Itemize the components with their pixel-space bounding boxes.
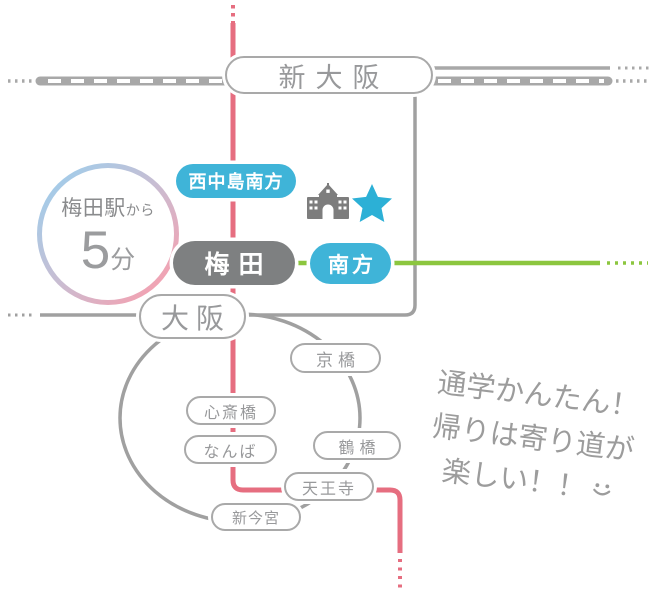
station-shinsaibashi: 心斎橋 bbox=[186, 396, 276, 425]
station-shin-osaka: 新大阪 bbox=[225, 56, 433, 94]
gray-connector-line bbox=[244, 92, 417, 317]
star-icon bbox=[349, 180, 395, 231]
station-osaka: 大阪 bbox=[139, 294, 246, 339]
badge-minutes-unit: 分 bbox=[110, 245, 136, 274]
badge-minutes-label: 5分 bbox=[81, 224, 136, 277]
station-umeda: 梅田 bbox=[173, 241, 295, 285]
station-minamikata: 南方 bbox=[310, 243, 391, 284]
time-badge: 梅田駅から 5分 bbox=[37, 163, 179, 305]
badge-origin-suffix: から bbox=[125, 201, 155, 218]
station-tsuruhashi: 鶴橋 bbox=[313, 431, 401, 460]
handwritten-note: 通学かんたん！ 帰りは寄り道が 楽しい！！ bbox=[401, 359, 660, 519]
station-kyobashi: 京橋 bbox=[290, 343, 381, 373]
badge-minutes-value: 5 bbox=[80, 220, 111, 280]
smiley-icon bbox=[592, 483, 610, 496]
badge-origin-station: 梅田駅 bbox=[61, 196, 126, 220]
time-badge-inner: 梅田駅から 5分 bbox=[42, 168, 174, 300]
note-line-3: 楽しい！！ bbox=[401, 446, 654, 520]
station-shin-imamiya: 新今宮 bbox=[211, 503, 301, 531]
station-namba: なんば bbox=[184, 435, 277, 464]
station-nishinakajima-minamigata: 西中島南方 bbox=[176, 164, 296, 198]
badge-origin-label: 梅田駅から bbox=[61, 192, 155, 222]
school-icon bbox=[307, 183, 349, 226]
station-tennoji: 天王寺 bbox=[284, 472, 374, 501]
